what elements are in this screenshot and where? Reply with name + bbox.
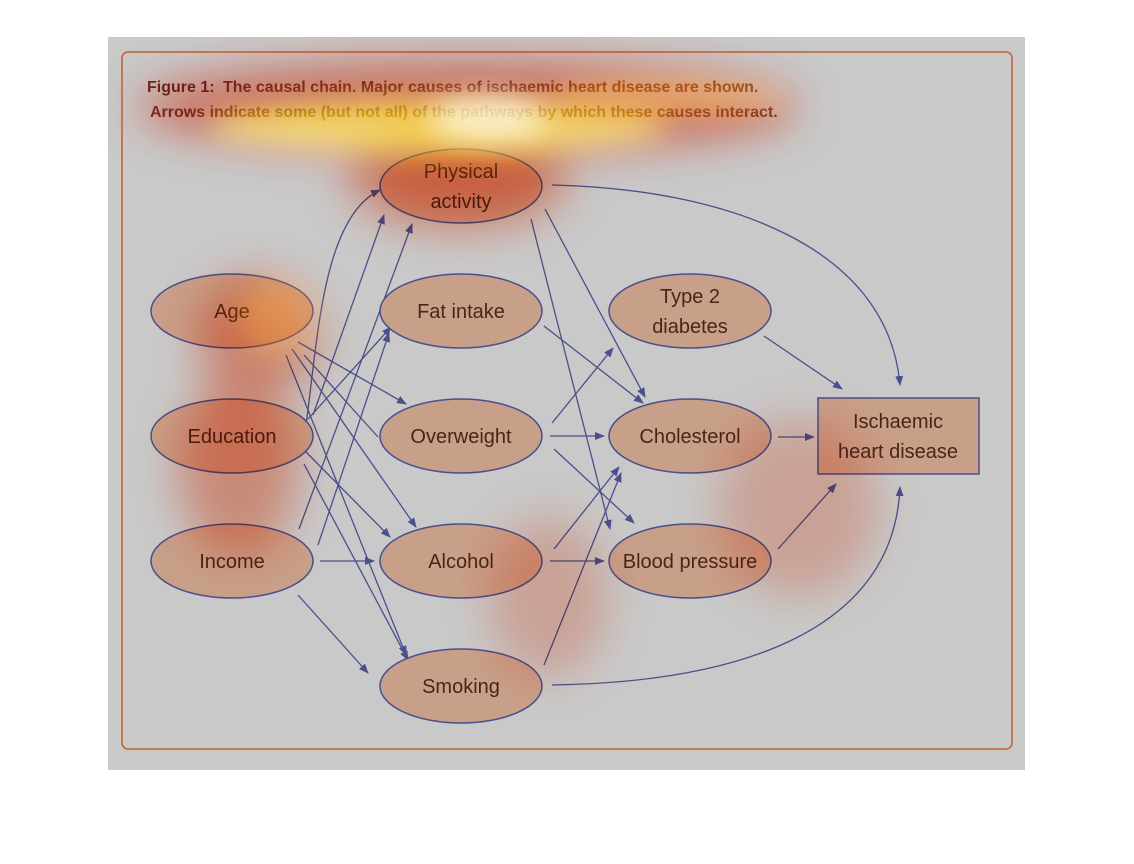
figure-label: Figure 1: xyxy=(147,79,215,96)
arrow-physical-ihd xyxy=(551,184,904,386)
figure-frame xyxy=(121,51,1013,750)
arrow-education-physical-curve xyxy=(305,189,381,426)
arrow-physical-cholesterol xyxy=(544,208,646,398)
node-fat-intake: Fat intake xyxy=(379,273,543,349)
arrow-smoking-cholesterol xyxy=(543,472,622,666)
node-blood-pressure-label: Blood pressure xyxy=(623,551,758,573)
arrow-overweight-diabetes xyxy=(551,347,614,424)
node-age-label: Age xyxy=(214,301,250,323)
arrow-income-fat xyxy=(317,332,390,546)
node-education-label: Education xyxy=(188,426,277,448)
node-type2-diabetes: Type 2 diabetes xyxy=(608,273,772,349)
node-physical-activity-line2: activity xyxy=(430,191,491,213)
node-ihd-line1: Ischaemic xyxy=(853,411,943,433)
arrow-education-fat xyxy=(307,326,392,420)
arrow-education-physical xyxy=(312,214,385,416)
node-type2-diabetes-line2: diabetes xyxy=(652,316,728,338)
node-overweight-label: Overweight xyxy=(410,426,512,448)
figure-panel: Figure 1: The causal chain. Major causes… xyxy=(108,37,1025,770)
node-ihd-line2: heart disease xyxy=(838,441,958,463)
figure-caption-line-2: Arrows indicate some (but not all) of th… xyxy=(150,104,778,121)
causal-chain-diagram: Figure 1: The causal chain. Major causes… xyxy=(121,51,1013,750)
node-type2-diabetes-line1: Type 2 xyxy=(660,286,720,308)
arrow-age-smoking xyxy=(285,354,407,656)
node-smoking: Smoking xyxy=(379,648,543,724)
node-cholesterol: Cholesterol xyxy=(608,398,772,474)
arrow-fat-cholesterol xyxy=(543,325,644,404)
arrow-education-smoking xyxy=(303,463,409,661)
node-overweight: Overweight xyxy=(379,398,543,474)
arrows xyxy=(285,184,904,686)
node-fat-intake-label: Fat intake xyxy=(417,301,505,323)
node-income: Income xyxy=(150,523,314,599)
node-smoking-label: Smoking xyxy=(422,676,500,698)
node-education: Education xyxy=(150,398,314,474)
arrow-diabetes-ihd xyxy=(763,335,843,390)
node-alcohol-label: Alcohol xyxy=(428,551,494,573)
node-alcohol: Alcohol xyxy=(379,523,543,599)
node-ischaemic-heart-disease: Ischaemic heart disease xyxy=(817,397,980,475)
arrow-smoking-ihd xyxy=(551,486,904,686)
arrow-income-physical xyxy=(298,223,413,530)
arrow-income-smoking xyxy=(297,594,369,674)
figure-caption-line-1: Figure 1: The causal chain. Major causes… xyxy=(147,79,758,96)
node-age: Age xyxy=(150,273,314,349)
node-blood-pressure: Blood pressure xyxy=(608,523,772,599)
arrow-bp-ihd xyxy=(777,483,837,550)
arrow-education-alcohol xyxy=(305,451,391,538)
node-physical-activity: Physical activity xyxy=(379,148,543,224)
node-cholesterol-label: Cholesterol xyxy=(639,426,740,448)
node-income-label: Income xyxy=(199,551,265,573)
arrow-physical-bp xyxy=(530,218,612,530)
node-physical-activity-line1: Physical xyxy=(424,161,498,183)
arrow-overweight-bp xyxy=(553,448,635,524)
arrow-age-overweight xyxy=(297,341,407,405)
caption-text-1: The causal chain. Major causes of ischae… xyxy=(223,79,758,96)
